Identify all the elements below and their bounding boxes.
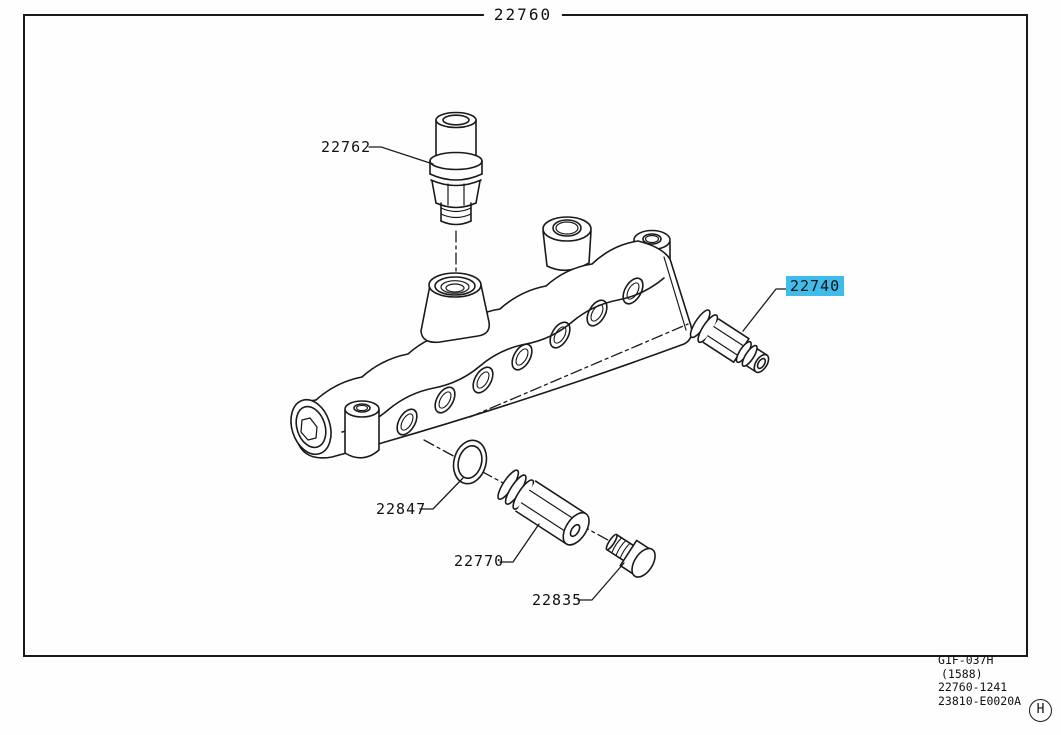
part-label-22835[interactable]: 22835 (532, 591, 583, 609)
document-number: 23810-E0020A (938, 693, 1022, 708)
injector-ports (396, 277, 644, 436)
section-letter-badge: H (1029, 699, 1052, 722)
part-label-22762[interactable]: 22762 (321, 138, 372, 156)
part-22847-drawing (452, 439, 488, 485)
fuel-rail-body (294, 240, 693, 459)
part-label-22770[interactable]: 22770 (454, 552, 505, 570)
callout-leader-lines (368, 146, 787, 601)
sheet-number: (1588) (941, 666, 983, 681)
sensor-boss (420, 272, 491, 344)
part-22762-drawing (429, 111, 483, 226)
part-label-22847[interactable]: 22847 (376, 500, 427, 518)
rail-end-plug (290, 398, 332, 456)
rail-mount-boss-middle (542, 216, 592, 272)
rail-mount-boss-left (344, 400, 380, 459)
page-title: 22760 (483, 5, 563, 24)
figure-number: 22760-1241 (938, 680, 1008, 694)
part-22770-drawing (497, 469, 590, 546)
part-22835-drawing (605, 533, 656, 578)
part-22740-drawing (689, 309, 770, 374)
drawing-code: G1F-037H (938, 653, 994, 667)
footer-codes: G1F-037H (1588) 22760-1241 23810-E0020A (938, 653, 1022, 708)
part-label-22740[interactable]: 22740 (786, 276, 845, 296)
